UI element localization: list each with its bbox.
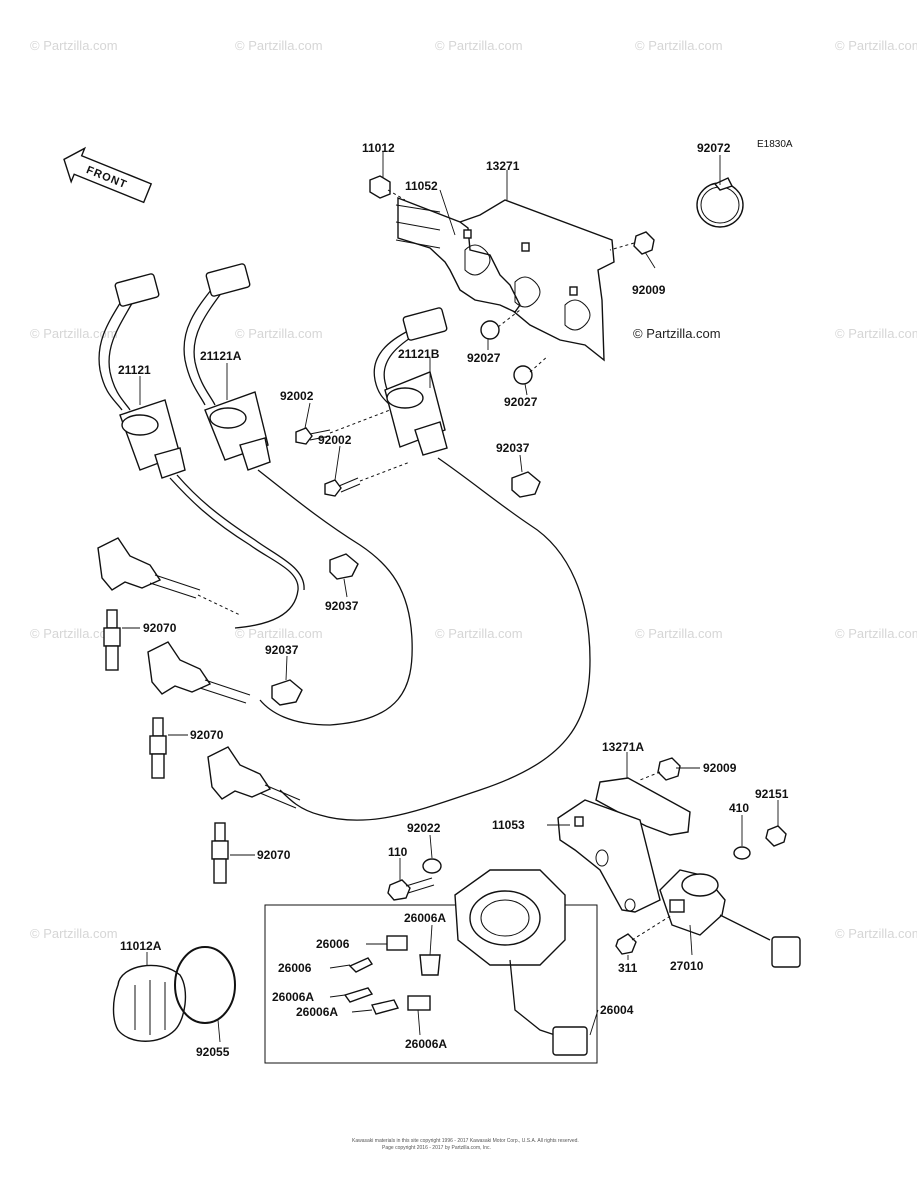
clip-92072 xyxy=(696,177,744,228)
part-label: 92009 xyxy=(632,283,666,297)
watermark: © Partzilla.com xyxy=(235,38,323,53)
fuse-26006A-d xyxy=(407,995,431,1011)
part-label: 27010 xyxy=(670,959,704,973)
washer-92022 xyxy=(422,858,442,874)
part-label: 92002 xyxy=(318,433,352,447)
part-label: 21121 xyxy=(118,363,151,377)
part-label: 92009 xyxy=(703,761,737,775)
fuse-26006A-a xyxy=(419,954,441,976)
part-label: 92022 xyxy=(407,821,441,835)
copyright-line-1: Kawasaki materials in this site copyrigh… xyxy=(352,1138,579,1144)
part-label: 11053 xyxy=(492,818,525,832)
fuse-26006A-b xyxy=(343,987,374,1003)
watermarks: © Partzilla.com © Partzilla.com © Partzi… xyxy=(30,38,917,941)
o-ring-92055 xyxy=(174,946,236,1024)
part-label: 26006A xyxy=(272,990,314,1004)
spark-plug-cap-3 xyxy=(207,746,301,809)
watermark: © Partzilla.com xyxy=(835,326,917,341)
fuse-kit-box xyxy=(264,904,598,1064)
part-label: 13271 xyxy=(486,159,520,173)
bolt-92151 xyxy=(765,825,787,847)
solenoid-bracket xyxy=(557,757,691,913)
part-label: 92037 xyxy=(325,599,359,613)
watermark-dark: © Partzilla.com xyxy=(633,326,721,341)
spark-plug-cap-2 xyxy=(147,641,251,704)
watermark: © Partzilla.com xyxy=(30,926,118,941)
watermark: © Partzilla.com xyxy=(435,38,523,53)
part-label: 26006A xyxy=(405,1037,447,1051)
copyright-line-2: Page copyright 2016 - 2017 by Partzilla.… xyxy=(382,1145,491,1151)
watermark: © Partzilla.com xyxy=(635,626,723,641)
watermark: © Partzilla.com xyxy=(30,326,118,341)
part-label: 26006 xyxy=(316,937,350,951)
part-label: 92070 xyxy=(257,848,291,862)
watermark: © Partzilla.com xyxy=(835,926,917,941)
part-label: 11012 xyxy=(362,141,395,155)
part-label: 26004 xyxy=(600,1003,634,1017)
part-label: 11052 xyxy=(405,179,438,193)
watermark: © Partzilla.com xyxy=(30,626,118,641)
ignition-coil-21121 xyxy=(98,273,305,629)
part-label: 92070 xyxy=(143,621,177,635)
part-label: 21121B xyxy=(398,347,440,361)
bolt-110 xyxy=(387,877,435,901)
part-label: 26006A xyxy=(296,1005,338,1019)
part-label: 92055 xyxy=(196,1045,230,1059)
spacer-92027-b xyxy=(513,365,533,385)
fuse-26006A-c xyxy=(371,999,400,1015)
spark-plug-cap-1 xyxy=(97,537,241,616)
clamp-92037-b xyxy=(329,553,359,580)
part-label: 92027 xyxy=(504,395,538,409)
washer-410 xyxy=(733,846,751,860)
part-label: 26006A xyxy=(404,911,446,925)
part-label: 92037 xyxy=(265,643,299,657)
leader-lines xyxy=(122,152,779,1043)
part-label: 92070 xyxy=(190,728,224,742)
clamp-92037-a xyxy=(511,471,541,498)
ignition-coil-21121B xyxy=(279,307,591,821)
diagram-code: E1830A xyxy=(757,139,793,150)
part-label: 92151 xyxy=(755,787,789,801)
fuse-26006-a xyxy=(386,935,408,951)
watermark: © Partzilla.com xyxy=(235,626,323,641)
part-label: 92072 xyxy=(697,141,731,155)
bolt-92002-a xyxy=(295,409,391,445)
regulator-26004 xyxy=(454,869,588,1056)
nut-311 xyxy=(615,933,637,955)
coil-bracket-assembly xyxy=(369,175,655,362)
spark-plug-92070-a xyxy=(103,609,121,671)
front-arrow-icon: FRONT xyxy=(63,146,153,204)
part-label: 13271A xyxy=(602,740,644,754)
spacer-92027-a xyxy=(480,320,500,340)
part-label: 92002 xyxy=(280,389,314,403)
part-label: 11012A xyxy=(120,939,162,953)
cap-11012A xyxy=(112,964,187,1042)
watermark: © Partzilla.com xyxy=(30,38,118,53)
starter-solenoid-27010 xyxy=(659,869,801,968)
part-label: 26006 xyxy=(278,961,312,975)
part-label: 92027 xyxy=(467,351,501,365)
watermark: © Partzilla.com xyxy=(435,626,523,641)
spark-plug-92070-c xyxy=(211,822,229,884)
part-label: 410 xyxy=(729,801,749,815)
part-label: 110 xyxy=(388,845,408,859)
watermark: © Partzilla.com xyxy=(835,38,917,53)
bolt-92002-b xyxy=(324,461,411,497)
ignition-coil-21121A xyxy=(183,263,413,726)
fuse-26006-b xyxy=(348,957,374,973)
spark-plug-92070-b xyxy=(149,717,167,779)
watermark: © Partzilla.com xyxy=(635,38,723,53)
clamp-92037-c xyxy=(271,679,303,706)
part-label: 92037 xyxy=(496,441,530,455)
watermark: © Partzilla.com xyxy=(835,626,917,641)
watermark: © Partzilla.com xyxy=(235,326,323,341)
part-labels: 11012 13271 11052 92072 92009 21121 2112… xyxy=(118,141,789,1059)
part-label: 21121A xyxy=(200,349,242,363)
part-label: 311 xyxy=(618,961,638,975)
